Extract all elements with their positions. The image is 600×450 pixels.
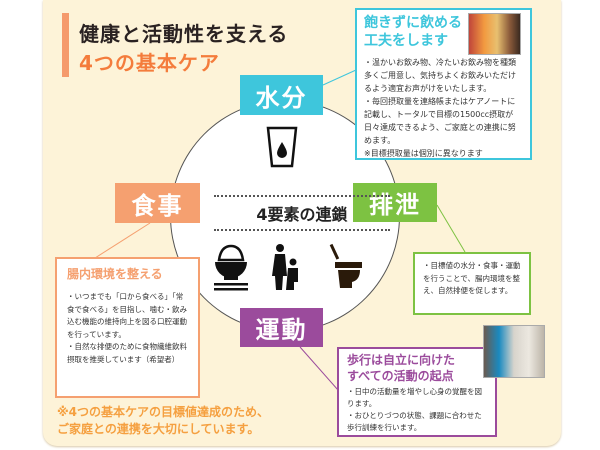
chain-label: 4要素の連鎖 xyxy=(214,195,390,231)
caregiver-icon xyxy=(272,244,298,290)
label-meal: 食事 xyxy=(115,183,200,223)
title-line2: 4つの基本ケア xyxy=(79,51,220,75)
meal-heading: 腸内環境を整える xyxy=(67,267,163,281)
excretion-box: ・目標値の水分・食事・運動を行うことで、腸内環境を整え、自然排便を促します。 xyxy=(413,252,531,315)
label-excretion: 排泄 xyxy=(353,183,437,222)
drinks-photo xyxy=(468,13,521,55)
footer-note: ※4つの基本ケアの目標値達成のため、 ご家庭との連携を大切にしています。 xyxy=(57,405,270,436)
meal-body: ・いつまでも「口から食べる」「常食で食べる」を目指し、噛む・飲み込む機能の維持向… xyxy=(67,292,187,364)
meal-box: 腸内環境を整える ・いつまでも「口から食べる」「常食で食べる」を目指し、噛む・飲… xyxy=(55,257,200,398)
label-exercise: 運動 xyxy=(240,308,323,347)
cup-water-icon xyxy=(266,126,298,168)
title-line1: 健康と活動性を支える xyxy=(79,22,289,46)
rice-bowl-icon xyxy=(214,244,248,291)
walking-photo xyxy=(483,325,545,378)
excretion-connector xyxy=(436,204,466,253)
water-connector xyxy=(322,69,357,86)
meal-connector xyxy=(94,222,151,259)
water-body: ・温かいお飲み物、冷たいお飲み物を種類多くご用意し、気持ちよくお飲みいただけるよ… xyxy=(364,58,516,158)
exercise-connector xyxy=(299,346,339,391)
water-heading: 飽きずに飲める 工夫をします xyxy=(364,15,462,49)
exercise-heading: 歩行は自立に向けた すべての活動の起点 xyxy=(347,353,456,383)
label-water: 水分 xyxy=(240,75,323,115)
exercise-body: ・日中の活動量を増やし心身の覚醒を図ります。 ・おひとりづつの状態、課題に合わせ… xyxy=(347,387,482,432)
exercise-box: 歩行は自立に向けた すべての活動の起点 ・日中の活動量を増やし心身の覚醒を図りま… xyxy=(337,347,497,437)
toilet-icon xyxy=(329,243,362,288)
title-accent-bar xyxy=(62,13,69,77)
